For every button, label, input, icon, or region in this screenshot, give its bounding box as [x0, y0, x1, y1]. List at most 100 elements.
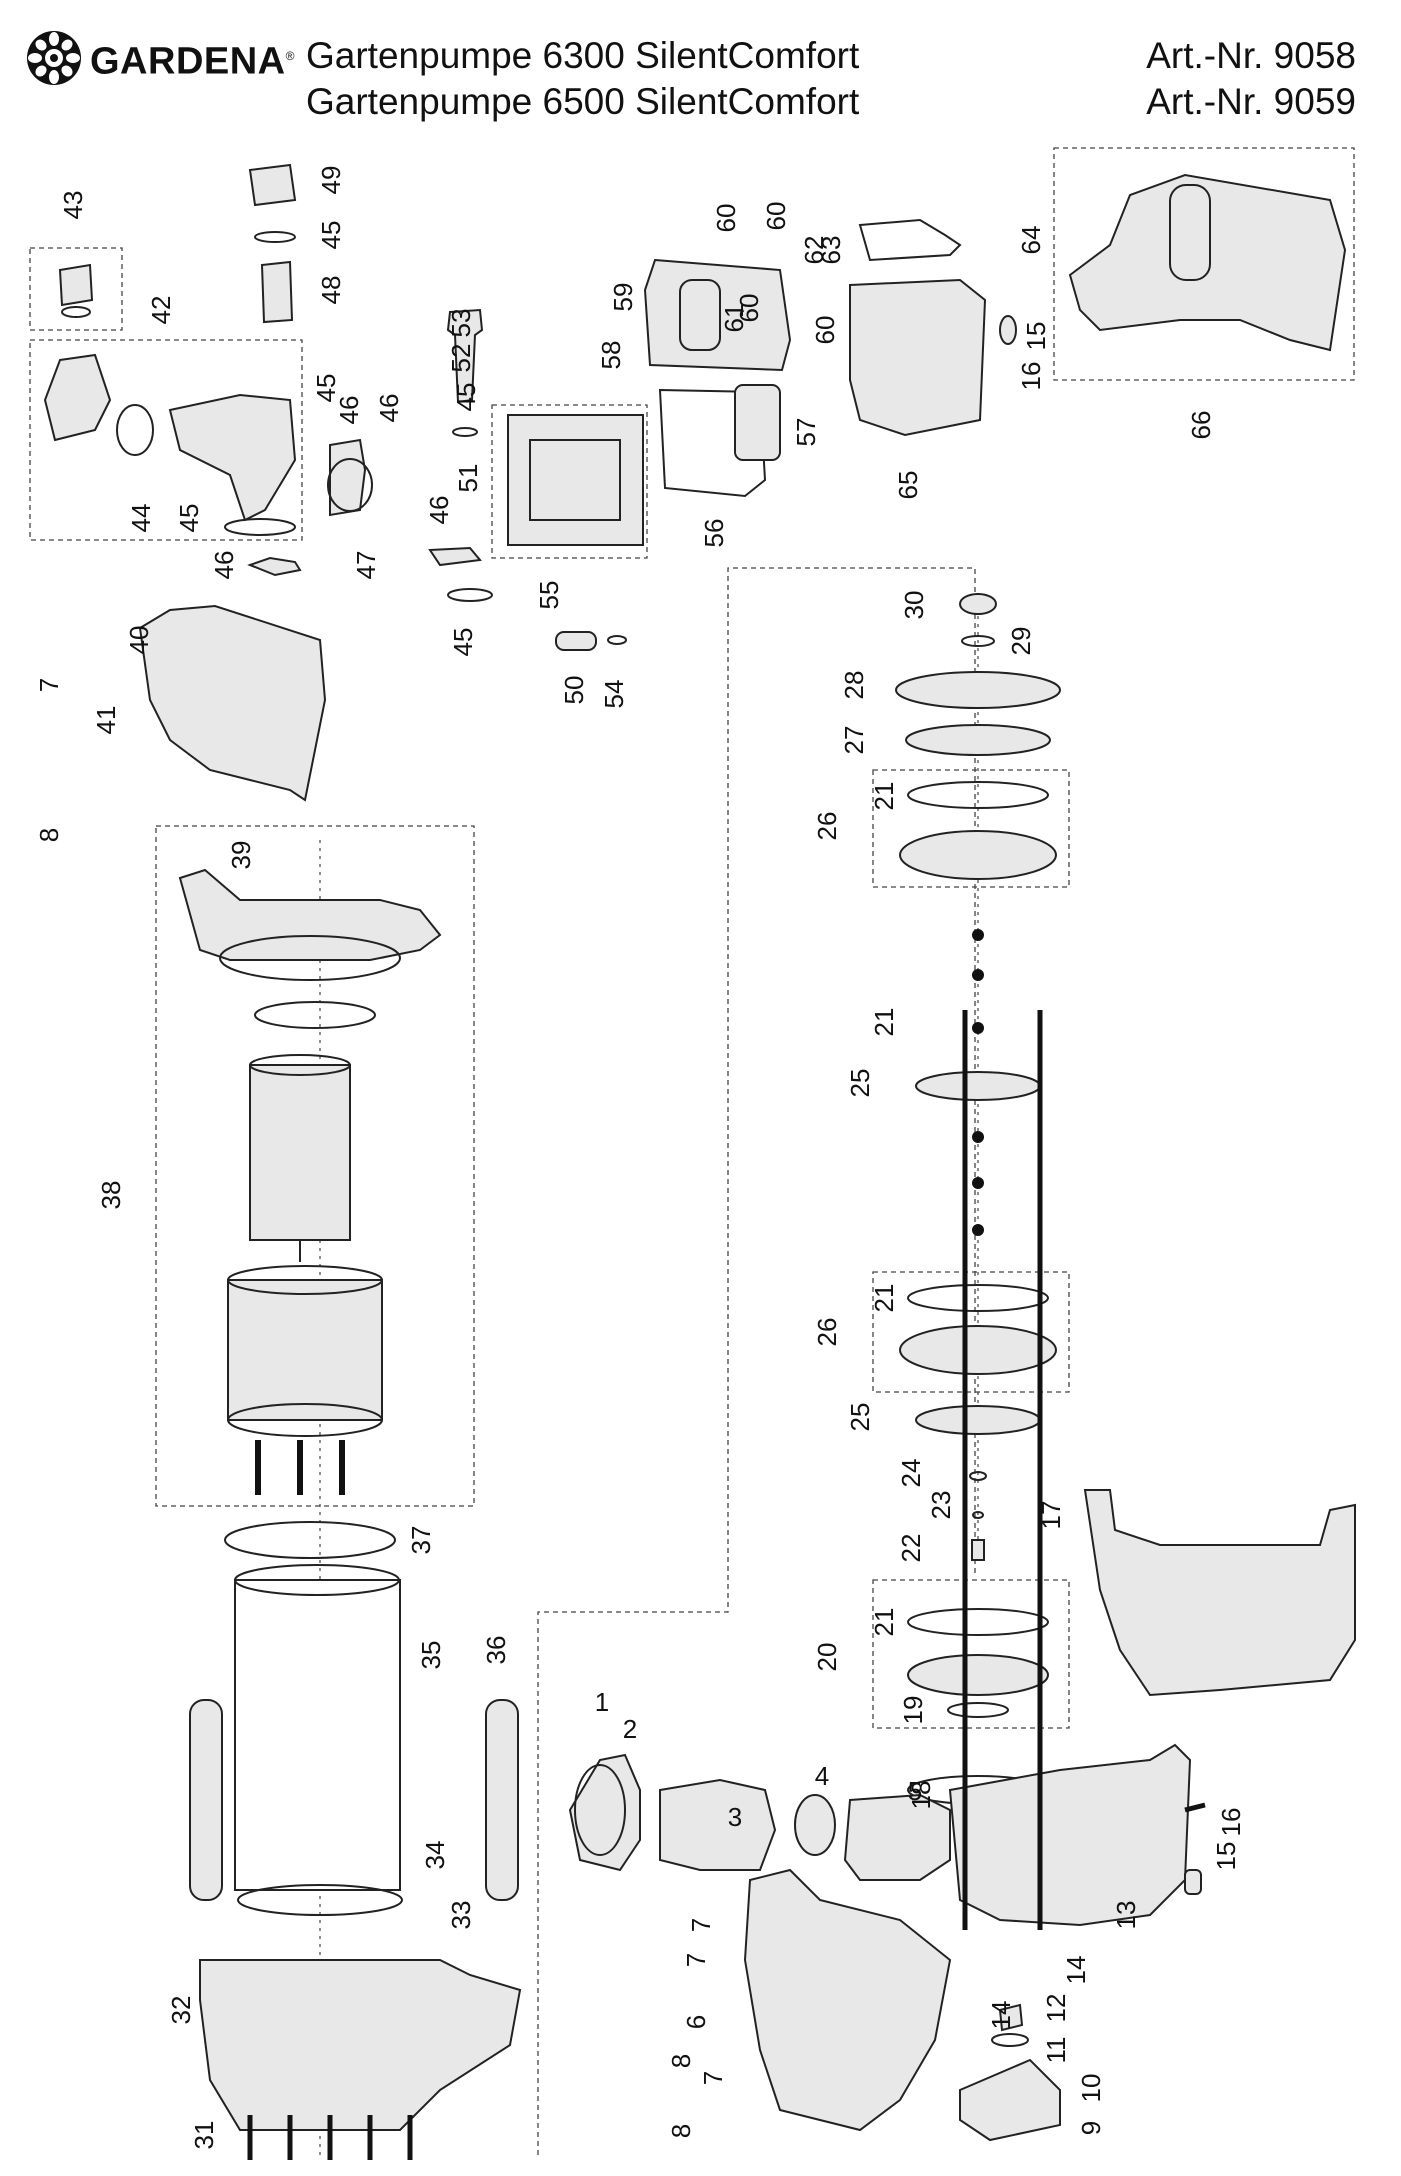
- callout-number: 21: [869, 1284, 899, 1313]
- pump-base-13: [948, 1743, 1192, 1927]
- cage-top: [227, 1265, 383, 1295]
- callout-number: 52: [446, 344, 476, 373]
- pin-50: [555, 631, 597, 651]
- callout-number: 29: [1006, 627, 1036, 656]
- callout-number: 46: [374, 394, 404, 423]
- callout-number: 31: [189, 2121, 219, 2150]
- o-ring-21: [907, 1284, 1049, 1312]
- seal-45-top: [254, 231, 296, 243]
- cage-bottom: [227, 1403, 383, 1437]
- washer-29: [961, 635, 995, 647]
- filter-cover-17: [1083, 1489, 1356, 1697]
- callout-number: 21: [869, 1608, 899, 1637]
- stage-housing-26: [899, 830, 1057, 880]
- valve-insert-48: [260, 260, 294, 324]
- motor-o-ring: [254, 1001, 376, 1029]
- clip-46: [247, 556, 302, 577]
- callout-number: 28: [839, 671, 869, 700]
- callout-number: 55: [534, 581, 564, 610]
- callout-number: 19: [898, 1696, 928, 1725]
- callout-number: 40: [124, 626, 154, 655]
- brand-text: GARDENA: [90, 40, 286, 83]
- bracket-ring: [219, 935, 401, 981]
- callout-number: 35: [416, 1641, 446, 1670]
- display-housing: [643, 258, 792, 372]
- callout-number: 45: [451, 383, 481, 412]
- callout-number: 12: [1041, 1994, 1071, 2023]
- check-valve-body: [168, 393, 297, 522]
- callout-number: 36: [481, 1636, 511, 1665]
- group-box: [29, 339, 303, 541]
- motor-cage: [227, 1279, 383, 1421]
- adapter-47: [329, 438, 367, 517]
- top-cover-66: [1068, 173, 1347, 352]
- callout-number: 53: [446, 309, 476, 338]
- callout-number: 26: [812, 1318, 842, 1347]
- callout-number: 17: [1036, 1501, 1066, 1530]
- group-box: [872, 1579, 1070, 1729]
- callout-number: 47: [351, 551, 381, 580]
- callout-number: 14: [986, 2001, 1016, 2030]
- callout-number: 46: [209, 551, 239, 580]
- title-line-1: Gartenpumpe 6300 SilentComfort: [306, 35, 860, 76]
- spacer-dot: [972, 1022, 984, 1034]
- callout-number: 32: [166, 1996, 196, 2025]
- motor-top-bracket: [178, 868, 442, 961]
- filter-3: [659, 1778, 777, 1871]
- callout-number: 34: [420, 1841, 450, 1870]
- capacitor-57: [734, 384, 781, 461]
- housing-o-ring: [224, 1521, 396, 1559]
- pump-base: [199, 1959, 522, 2131]
- callout-number: 30: [899, 591, 929, 620]
- callout-number: 27: [839, 726, 869, 755]
- callout-number: 45: [316, 221, 346, 250]
- callout-number: 66: [1186, 411, 1216, 440]
- spacer-dot: [972, 969, 984, 981]
- callout-number: 4: [815, 1761, 829, 1791]
- callout-number: 46: [424, 496, 454, 525]
- seal-19: [947, 1702, 1009, 1718]
- art-number-1: Art.-Nr. 9058: [1146, 35, 1356, 76]
- callout-number: 57: [791, 418, 821, 447]
- callout-number: 20: [812, 1643, 842, 1672]
- inlet-cap-1: [568, 1753, 641, 1872]
- cap-49: [248, 163, 297, 207]
- callout-number: 8: [666, 2124, 696, 2138]
- seal-43: [61, 306, 91, 318]
- title-line-2: Gartenpumpe 6500 SilentComfort: [306, 81, 860, 122]
- board-cover: [529, 439, 621, 521]
- riser-pipe-52: [446, 308, 484, 404]
- spacer-dot: [972, 1131, 984, 1143]
- side-panel-6: [743, 1868, 952, 2132]
- callout-number: 9: [1076, 2121, 1106, 2135]
- callout-number: 60: [734, 294, 764, 323]
- seal-51: [452, 427, 478, 437]
- tube-top: [234, 1564, 400, 1596]
- callout-number: 37: [406, 1526, 436, 1555]
- nut-30: [959, 593, 997, 615]
- callout-number: 45: [174, 504, 204, 533]
- callout-number: 22: [896, 1534, 926, 1563]
- art-number-2: Art.-Nr. 9059: [1146, 81, 1356, 122]
- ring-46: [327, 458, 373, 512]
- foot-valve-10: [959, 2058, 1061, 2142]
- o-ring-21: [907, 1608, 1049, 1636]
- callout-number: 45: [448, 628, 478, 657]
- callout-number: 21: [869, 1008, 899, 1037]
- callout-number: 48: [316, 276, 346, 305]
- callout-number: 60: [761, 202, 791, 231]
- stage-housing-26: [899, 1325, 1057, 1375]
- callout-number: 46: [334, 396, 364, 425]
- sleeve-22: [971, 1539, 985, 1561]
- callout-number: 62: [799, 236, 829, 265]
- stage-base-20: [907, 1654, 1049, 1696]
- callout-number: 56: [699, 519, 729, 548]
- spacer-dot: [972, 929, 984, 941]
- callout-number: 49: [316, 166, 346, 195]
- group-box: [155, 825, 475, 1507]
- callout-number: 41: [91, 706, 121, 735]
- elbow-42: [43, 353, 112, 442]
- registered-mark: ®: [285, 49, 295, 63]
- nozzle-5: [843, 1793, 951, 1881]
